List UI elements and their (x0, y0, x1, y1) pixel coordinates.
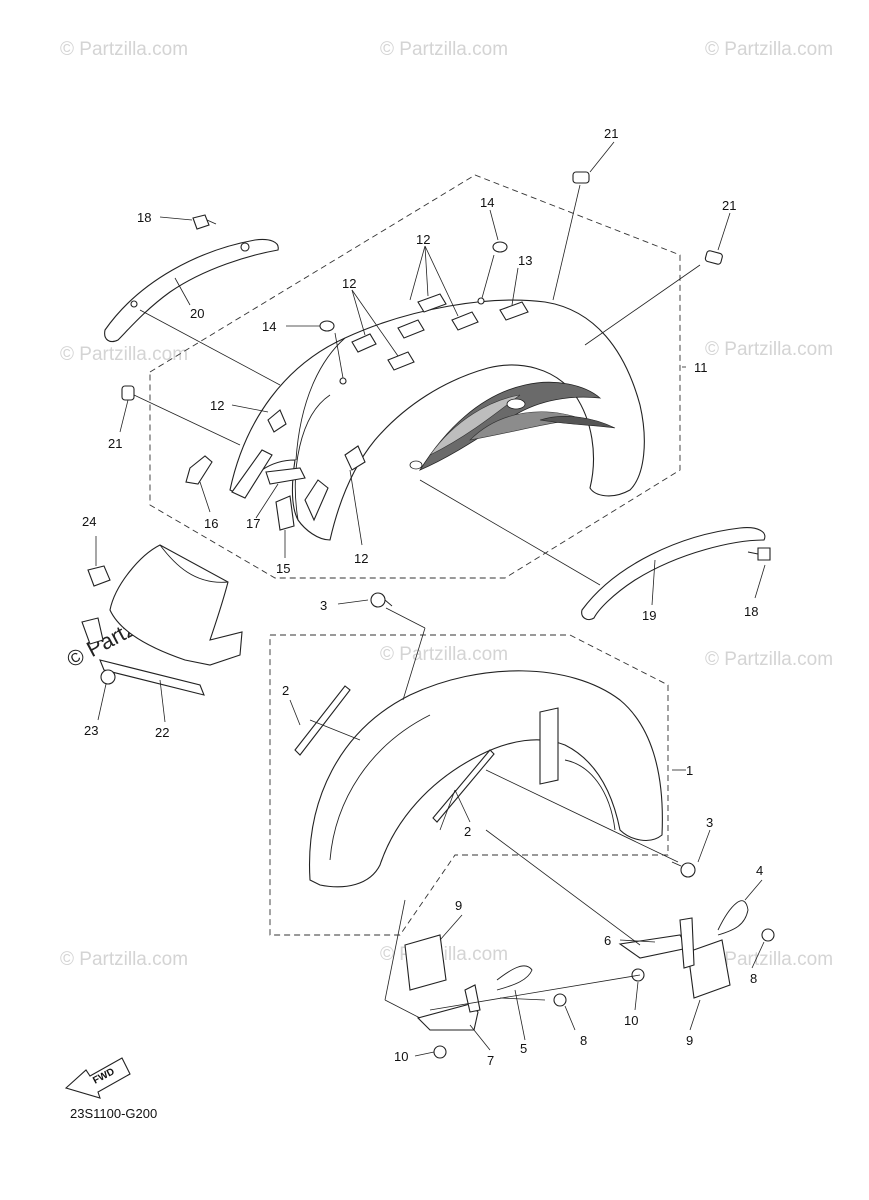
nut-10 (433, 1045, 447, 1059)
callout-2: 2 (282, 683, 289, 698)
callout-16: 16 (204, 516, 218, 531)
bolt-18 (747, 547, 771, 561)
callout-9: 9 (686, 1033, 693, 1048)
callout-18: 18 (744, 604, 758, 619)
decal-13 (499, 301, 529, 321)
bolt-3 (671, 861, 696, 878)
watermark: © Partzilla.com (705, 39, 833, 60)
callout-11: 11 (694, 360, 708, 375)
watermark: © Partzilla.com (60, 949, 188, 970)
wire-5 (496, 965, 533, 991)
callout-24: 24 (82, 514, 96, 529)
callout-1: 1 (686, 763, 693, 778)
rear-fender (229, 299, 645, 541)
watermark: © Partzilla.com (60, 344, 188, 365)
callout-3: 3 (320, 598, 327, 613)
washer-14 (492, 241, 508, 253)
forward-direction-arrow: FWD (64, 1057, 131, 1099)
bracket-7 (416, 1003, 479, 1031)
callout-9: 9 (455, 898, 462, 913)
screw-23 (100, 669, 116, 685)
callout-21: 21 (604, 126, 618, 141)
callout-12: 12 (342, 276, 356, 291)
callout-15: 15 (276, 561, 290, 576)
callout-21: 21 (108, 436, 122, 451)
left-turn-signal (404, 934, 567, 1059)
callout-12: 12 (416, 232, 430, 247)
callout-8: 8 (580, 1033, 587, 1048)
bolt-8 (553, 993, 567, 1007)
callout-20: 20 (190, 306, 204, 321)
callout-22: 22 (155, 725, 169, 740)
callout-21: 21 (722, 198, 736, 213)
bracket-6 (618, 934, 689, 959)
turn-signal-9 (404, 934, 447, 991)
callout-labels: 21 21 21 18 18 20 14 14 12 12 12 12 13 1… (82, 126, 763, 1068)
bolt-8 (761, 928, 775, 942)
callout-6: 6 (604, 933, 611, 948)
callout-3: 3 (706, 815, 713, 830)
watermark: © Partzilla.com (60, 39, 188, 60)
rail-19 (581, 527, 766, 621)
pad-16 (185, 455, 213, 485)
callout-19: 19 (642, 608, 656, 623)
callout-2: 2 (464, 824, 471, 839)
callout-4: 4 (756, 863, 763, 878)
callout-5: 5 (520, 1041, 527, 1056)
watermark: © Partzilla.com (705, 949, 833, 970)
turn-signal-9 (687, 939, 731, 999)
license-bracket (81, 544, 243, 696)
callout-10: 10 (394, 1049, 408, 1064)
bolt-18 (192, 214, 217, 230)
callout-14: 14 (262, 319, 276, 334)
clamp-24 (87, 565, 111, 587)
washer-14 (319, 320, 335, 332)
callout-18: 18 (137, 210, 151, 225)
front-fender (294, 670, 663, 888)
watermark: © Partzilla.com (705, 649, 833, 670)
bolt-3 (370, 592, 393, 608)
watermark: © Partzilla.com (705, 339, 833, 360)
callout-10: 10 (624, 1013, 638, 1028)
wire-4 (717, 900, 749, 936)
leader-lines (95, 141, 766, 1057)
callout-13: 13 (518, 253, 532, 268)
callout-23: 23 (84, 723, 98, 738)
rail-20 (104, 238, 279, 343)
callout-8: 8 (750, 971, 757, 986)
right-turn-signal (618, 900, 775, 999)
watermark: © Partzilla.com (380, 644, 508, 665)
decal-2 (432, 749, 495, 823)
callout-17: 17 (246, 516, 260, 531)
callout-14: 14 (480, 195, 494, 210)
plate-17 (265, 467, 306, 485)
callout-12: 12 (354, 551, 368, 566)
rear-fender-group-boundary (149, 174, 681, 579)
decals (267, 293, 529, 471)
pad-15 (275, 495, 295, 531)
grommets (121, 171, 723, 401)
diagram-code: 23S1100-G200 (70, 1106, 157, 1121)
decal-2 (294, 685, 351, 756)
watermark: © Partzilla.com (380, 39, 508, 60)
callout-7: 7 (487, 1053, 494, 1068)
watermarks: © Partzilla.com © Partzilla.com © Partzi… (60, 39, 833, 970)
callout-12: 12 (210, 398, 224, 413)
